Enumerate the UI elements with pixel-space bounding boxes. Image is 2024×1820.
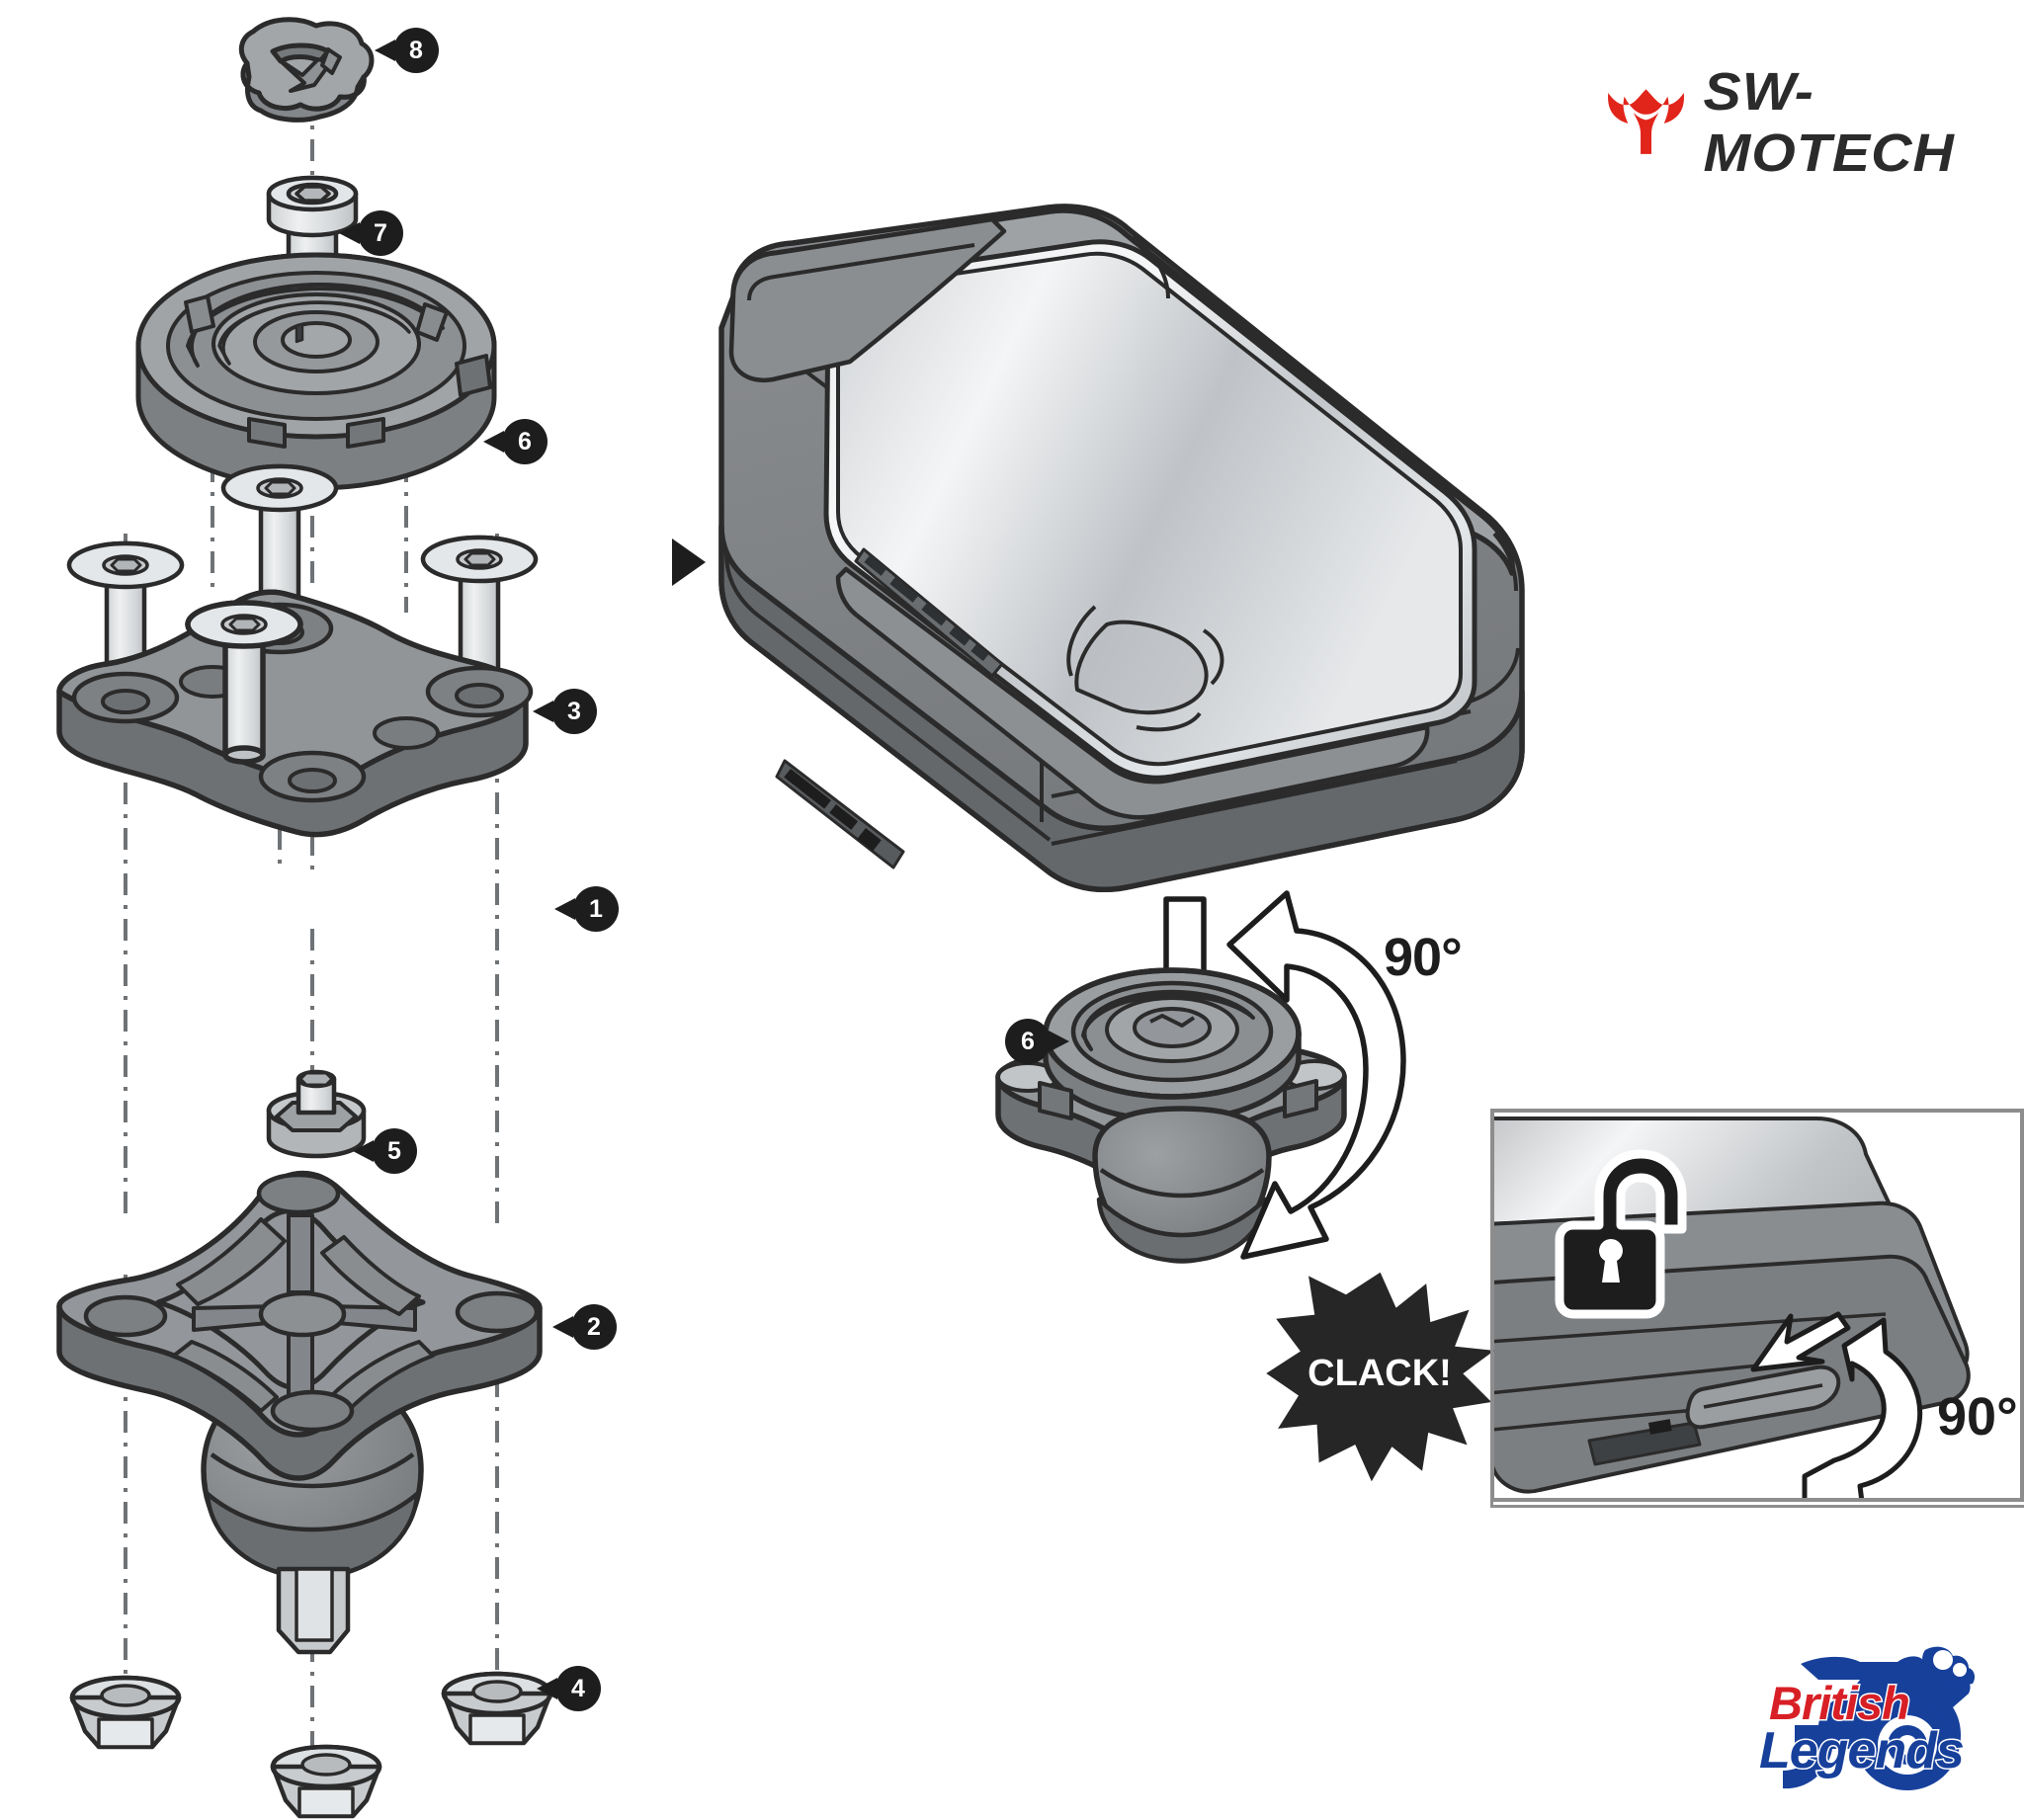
motorcycle-icon (1783, 1646, 1976, 1790)
callout-4[interactable]: 4 (555, 1666, 601, 1711)
phone-case-assembly (718, 204, 1525, 892)
callout-6-assembly[interactable]: 6 (1005, 1019, 1051, 1064)
callout-1[interactable]: 1 (573, 886, 619, 932)
part-1-base-plate (56, 589, 534, 838)
part-6-quick-lock-mount (135, 252, 497, 491)
rotate-90-arrow-inset (1802, 1317, 1923, 1502)
inset-rotation-label: 90° (1937, 1387, 2018, 1447)
brand-logo: SW-MOTECH (1601, 61, 2024, 184)
part-4-flange-nuts (69, 1671, 553, 1819)
callout-5-label: 5 (387, 1136, 401, 1165)
callout-2-label: 2 (587, 1312, 601, 1341)
part-5-hex-nut (266, 1069, 367, 1159)
callout-2[interactable]: 2 (571, 1304, 617, 1350)
inset-unlock-illustration: 90° (1490, 1109, 2024, 1502)
callout-8-label: 8 (409, 36, 423, 64)
step-pointer-triangle-icon (672, 538, 706, 586)
retailer-logo: British Legends (1749, 1640, 2016, 1813)
part-8-rubber-cap (238, 17, 375, 123)
part-6-mount-assembled (995, 967, 1347, 1264)
callout-3[interactable]: 3 (551, 689, 597, 734)
callout-7-label: 7 (374, 218, 387, 247)
callout-6-assembly-label: 6 (1021, 1027, 1035, 1055)
callout-1-label: 1 (589, 894, 603, 923)
part-2-cross-adapter-plate (56, 1170, 543, 1655)
unlocked-padlock-icon (1555, 1149, 1687, 1319)
callout-3-label: 3 (567, 697, 581, 725)
callout-6-label: 6 (518, 427, 532, 455)
callout-8[interactable]: 8 (393, 28, 439, 73)
rotation-label-main: 90° (1384, 928, 1463, 987)
callout-4-label: 4 (571, 1674, 585, 1702)
callout-5[interactable]: 5 (372, 1128, 417, 1174)
retailer-name-line-2: Legends (1758, 1721, 1967, 1781)
callout-6-exploded[interactable]: 6 (502, 419, 548, 464)
callout-7[interactable]: 7 (358, 210, 403, 256)
bull-head-icon (1608, 89, 1684, 154)
clack-text: CLACK! (1307, 1353, 1452, 1394)
lift-up-arrow (1750, 1311, 1851, 1372)
rotate-90-arrow-main (1226, 890, 1406, 1260)
retailer-name-line-1: British (1768, 1676, 1912, 1731)
clack-starburst: CLACK! (1266, 1272, 1495, 1482)
brand-wordmark: SW-MOTECH (1703, 62, 1955, 183)
